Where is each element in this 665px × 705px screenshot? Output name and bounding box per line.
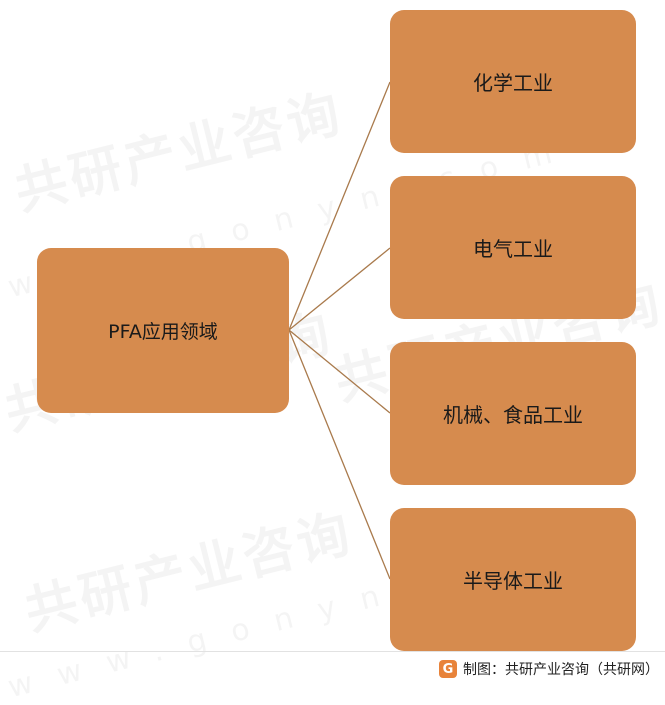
child-node-label: 电气工业 [473, 237, 553, 261]
connector-line-2 [288, 329, 391, 414]
gonyn-logo-icon: G [439, 660, 457, 678]
root-node-label: PFA应用领域 [108, 321, 218, 343]
footer-divider [0, 651, 665, 652]
child-node-label: 机械、食品工业 [443, 403, 583, 427]
child-node-chemical-industry: 化学工业 [390, 10, 636, 153]
source-footer: G 制图：共研产业咨询（共研网） [439, 658, 659, 680]
connector-line-3 [288, 329, 391, 580]
connector-lines [288, 81, 391, 580]
child-node-machinery-food-industry: 机械、食品工业 [390, 342, 636, 485]
child-node-label: 半导体工业 [463, 569, 563, 593]
connector-line-1 [288, 247, 391, 331]
source-text: 制图：共研产业咨询（共研网） [463, 662, 659, 678]
child-node-semiconductor-industry: 半导体工业 [390, 508, 636, 651]
child-node-electrical-industry: 电气工业 [390, 176, 636, 319]
child-node-label: 化学工业 [473, 71, 553, 95]
connector-line-0 [288, 81, 391, 331]
root-node: PFA应用领域 [37, 248, 289, 413]
